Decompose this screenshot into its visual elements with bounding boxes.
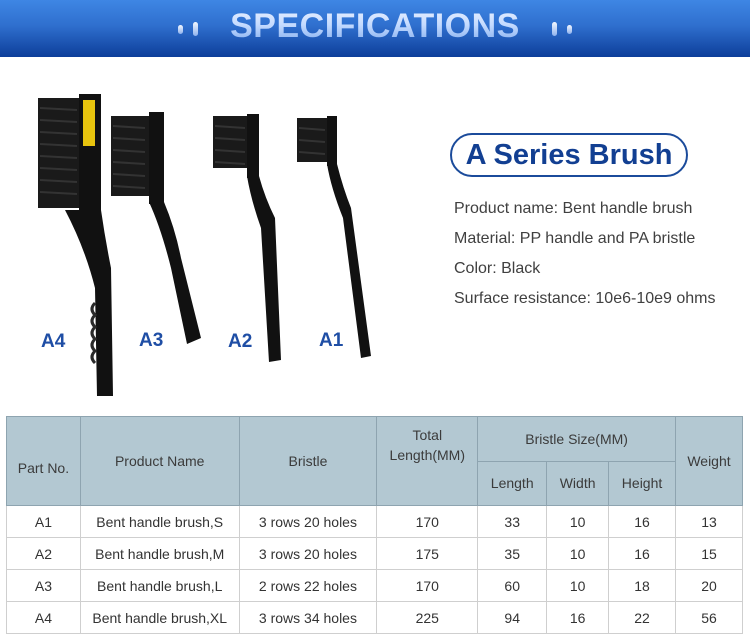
cell-part-no: A2: [6, 537, 81, 570]
cell-bristle: 3 rows 20 holes: [238, 505, 378, 538]
table-row: A2 Bent handle brush,M 3 rows 20 holes 1…: [6, 537, 743, 570]
cell-total-length: 170: [376, 505, 479, 538]
cell-part-no: A1: [6, 505, 81, 538]
cell-bristle: 3 rows 34 holes: [238, 601, 378, 634]
cell-height: 16: [608, 537, 676, 570]
brush-a2-image: [213, 114, 281, 362]
specifications-banner: SPECIFICATIONS: [0, 0, 750, 57]
cell-total-length: 170: [376, 569, 479, 602]
brushes-illustration: [38, 94, 371, 396]
cell-length: 94: [477, 601, 548, 634]
cell-height: 16: [608, 505, 676, 538]
cell-product-name: Bent handle brush,XL: [79, 601, 240, 634]
spec-material: Material: PP handle and PA bristle: [454, 230, 696, 247]
cell-width: 16: [546, 601, 610, 634]
header-total-length: Total Length(MM): [376, 416, 479, 506]
brush-a1-image: [297, 116, 371, 358]
series-title: A Series Brush: [465, 139, 673, 171]
cell-height: 18: [608, 569, 676, 602]
spec-product-name: Product name: Bent handle brush: [454, 200, 693, 217]
brush-a3-image: [111, 112, 201, 344]
banner-title: SPECIFICATIONS: [0, 7, 750, 46]
cell-width: 10: [546, 569, 610, 602]
header-product-name: Product Name: [79, 416, 240, 506]
cell-width: 10: [546, 505, 610, 538]
cell-weight: 20: [675, 569, 743, 602]
cell-product-name: Bent handle brush,S: [79, 505, 240, 538]
cell-total-length: 225: [376, 601, 479, 634]
cell-width: 10: [546, 537, 610, 570]
header-width: Width: [546, 460, 610, 506]
cell-height: 22: [608, 601, 676, 634]
brush-label-a4: A4: [41, 331, 66, 352]
brush-label-a2: A2: [228, 331, 253, 352]
specifications-table: Part No. Product Name Bristle Total Leng…: [6, 416, 743, 634]
header-part-no: Part No.: [6, 416, 81, 506]
table-row: A3 Bent handle brush,L 2 rows 22 holes 1…: [6, 569, 743, 602]
series-title-badge: A Series Brush: [450, 133, 688, 177]
cell-product-name: Bent handle brush,M: [79, 537, 240, 570]
spec-color: Color: Black: [454, 260, 541, 277]
table-row: A1 Bent handle brush,S 3 rows 20 holes 1…: [6, 505, 743, 538]
brush-product-photo: A4 A3 A2 A1: [25, 88, 400, 403]
cell-total-length: 175: [376, 537, 479, 570]
cell-part-no: A4: [6, 601, 81, 634]
brush-label-a1: A1: [319, 330, 344, 351]
header-length: Length: [477, 460, 548, 506]
cell-weight: 13: [675, 505, 743, 538]
cell-length: 33: [477, 505, 548, 538]
cell-product-name: Bent handle brush,L: [79, 569, 240, 602]
brush-label-a3: A3: [139, 330, 164, 351]
brush-a4-image: [38, 94, 113, 396]
header-bristle-size: Bristle Size(MM): [477, 416, 676, 462]
cell-bristle: 3 rows 20 holes: [238, 537, 378, 570]
cell-weight: 56: [675, 601, 743, 634]
cell-length: 60: [477, 569, 548, 602]
header-weight: Weight: [675, 416, 743, 506]
cell-weight: 15: [675, 537, 743, 570]
cell-part-no: A3: [6, 569, 81, 602]
cell-bristle: 2 rows 22 holes: [238, 569, 378, 602]
spec-surface-resistance: Surface resistance: 10e6-10e9 ohms: [454, 290, 716, 307]
header-height: Height: [608, 460, 676, 506]
table-row: A4 Bent handle brush,XL 3 rows 34 holes …: [6, 601, 743, 634]
header-bristle: Bristle: [238, 416, 378, 506]
cell-length: 35: [477, 537, 548, 570]
